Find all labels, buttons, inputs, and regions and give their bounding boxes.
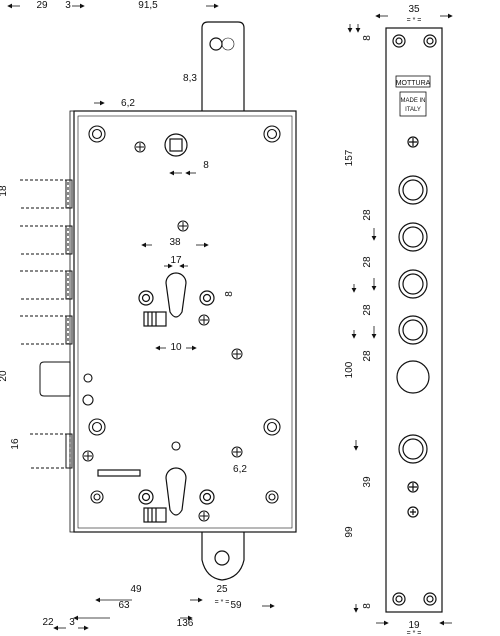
dimension-lines [7, 3, 453, 631]
screw-hole [88, 125, 106, 143]
lock-body [69, 21, 297, 581]
bolt-hole [398, 222, 428, 252]
deadbolt [20, 225, 73, 255]
bolt-hole [398, 269, 428, 299]
brand-label: MOTTURA [396, 80, 431, 87]
bolt-hole [398, 175, 428, 205]
dimension-labels: 29 3 91,5 35 = * = 8,3 6,2 8 38 17 8 10 … [0, 0, 421, 636]
dim-63: 63 [118, 600, 130, 611]
dim-16: 16 [10, 438, 21, 450]
dim-49: 49 [130, 584, 142, 595]
follower-square [164, 133, 188, 157]
dim-157: 157 [344, 149, 355, 166]
dim-6-2-top: 6,2 [121, 98, 135, 109]
screw-hole [263, 125, 281, 143]
bolt-hole [398, 434, 428, 464]
faceplate [385, 27, 443, 613]
latch-bolt [39, 361, 71, 397]
small-hole [83, 373, 93, 383]
lock-case-inner [77, 115, 293, 529]
dim-eq-top: = * = [407, 17, 422, 24]
dim-29: 29 [36, 0, 48, 11]
origin-label-1: MADE IN [400, 98, 425, 104]
dim-6-2-low: 6,2 [233, 464, 247, 475]
screw-hole [90, 490, 104, 504]
screw-hole [265, 490, 279, 504]
dim-22: 22 [42, 617, 54, 628]
lock-case-outline [73, 110, 297, 533]
top-tab-hole [209, 37, 223, 51]
screw-hole [88, 418, 106, 436]
dim-8-face-top: 8 [362, 35, 373, 41]
dim-10: 10 [170, 342, 182, 353]
deadbolt [20, 315, 73, 345]
bottom-tab-hole [214, 550, 230, 566]
latch-hole [396, 360, 430, 394]
dim-99: 99 [344, 526, 355, 538]
lower-cylinder-cutout [97, 467, 215, 523]
dim-59: 59 [230, 600, 242, 611]
dim-91-5: 91,5 [138, 0, 158, 11]
dim-28-b: 28 [362, 256, 373, 268]
dim-19: 19 [408, 620, 420, 631]
dim-136: 136 [177, 618, 194, 629]
top-rod-tab [201, 21, 245, 111]
bolt-hole [398, 315, 428, 345]
screw-hole [263, 418, 281, 436]
dim-17: 17 [170, 255, 182, 266]
dim-28-d: 28 [362, 350, 373, 362]
deadbolt [20, 179, 73, 209]
bottom-rod-tab [201, 532, 245, 581]
dim-100: 100 [344, 361, 355, 378]
upper-cylinder-cutout [138, 272, 215, 327]
fixing-screws [82, 125, 281, 504]
dim-8-bolt: 8 [203, 160, 209, 171]
small-hole [82, 394, 94, 406]
dim-18: 18 [0, 185, 9, 197]
deadbolt [20, 270, 73, 300]
dim-28-a: 28 [362, 209, 373, 221]
dim-39: 39 [362, 476, 373, 488]
deadbolt-lower [30, 433, 73, 469]
origin-label-2: ITALY [405, 107, 421, 113]
dim-8-side: 8 [224, 291, 235, 297]
cross-screws [82, 141, 243, 522]
dim-3-top: 3 [65, 0, 71, 11]
dim-eq-face-bottom: = * = [407, 630, 422, 636]
dim-8-3: 8,3 [183, 73, 197, 84]
faceplate-outline [385, 27, 443, 613]
small-hole [171, 441, 181, 451]
dim-25: 25 [216, 584, 228, 595]
dim-35: 35 [408, 4, 420, 15]
dim-eq-bottom: = * = [215, 599, 230, 606]
dim-20: 20 [0, 370, 9, 382]
deadbolts [20, 179, 73, 469]
dim-8-face-bottom: 8 [362, 603, 373, 609]
dim-3-bottom: 3 [69, 617, 75, 628]
dim-38: 38 [169, 237, 181, 248]
dim-28-c: 28 [362, 304, 373, 316]
